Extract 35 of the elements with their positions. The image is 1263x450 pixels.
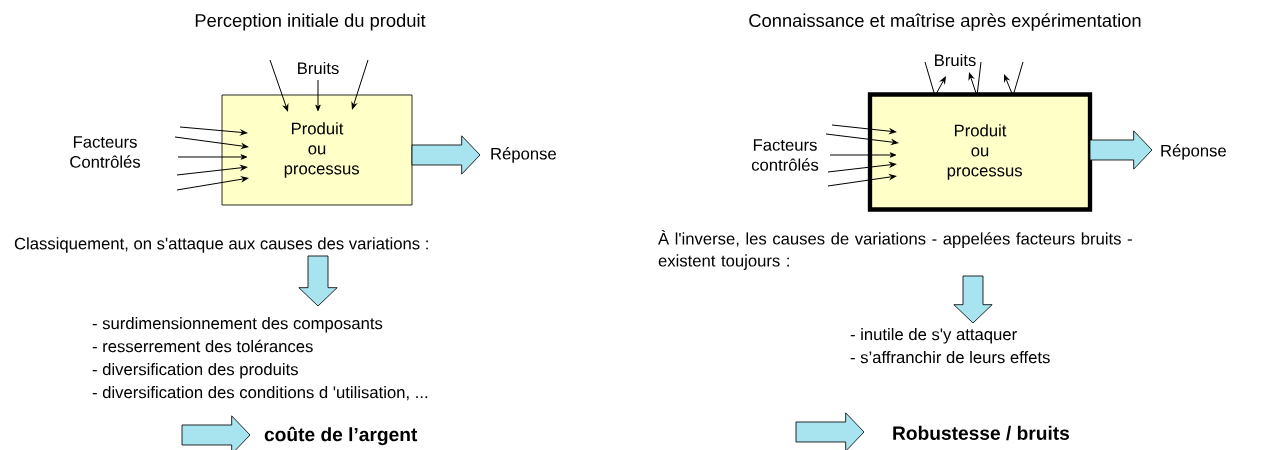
arrow	[315, 79, 321, 112]
label-text: Réponse	[1161, 144, 1226, 160]
block-arrow	[795, 412, 865, 450]
arrow	[269, 59, 289, 112]
process-box: Produit ou processus	[867, 92, 1093, 212]
arrow	[177, 154, 248, 160]
label-text: Réponse	[491, 147, 556, 163]
label-text: Facteurs Contrôlés	[70, 136, 141, 168]
bullet-list: - inutile de s'y attaquer - s’affranchir de leurs effets	[850, 328, 1050, 364]
arrow	[176, 176, 249, 191]
arrow	[827, 174, 897, 187]
panel-title: Connaissance et maîtrise après expérimentation	[749, 13, 1141, 31]
conclusion-text: Robustesse / bruits	[893, 425, 1070, 441]
label-text: Classiquement, on s'attaque aux causes des variations :	[14, 237, 428, 253]
arrow	[829, 152, 897, 158]
arrow	[174, 136, 249, 149]
block-arrow	[953, 275, 993, 324]
statement-text: À l'inverse, les causes de variations - appelées facteurs bruits - existent toujours :	[658, 230, 1132, 270]
label-text: Bruits	[935, 53, 976, 67]
label-text: Bruits	[298, 61, 339, 75]
process-box: Produit ou processus	[221, 94, 413, 206]
bullet-list: - surdimensionnement des composants - resserrement des tolérances - diversification des produits - diversification des conditions d 'utilisation, ...	[92, 317, 428, 401]
block-arrow	[411, 135, 481, 175]
arrow	[351, 59, 369, 110]
conclusion-text: coûte de l’argent	[264, 426, 418, 446]
block-arrow	[181, 415, 251, 450]
label-text: Facteurs contrôlés	[751, 139, 819, 171]
arrow	[827, 162, 897, 173]
arrow	[176, 165, 248, 176]
block-arrow	[1089, 130, 1153, 170]
arrow	[831, 124, 897, 134]
arrow	[825, 133, 899, 145]
panel-title: Perception initiale du produit	[195, 13, 426, 31]
block-arrow	[298, 255, 338, 307]
arrow	[179, 126, 248, 136]
